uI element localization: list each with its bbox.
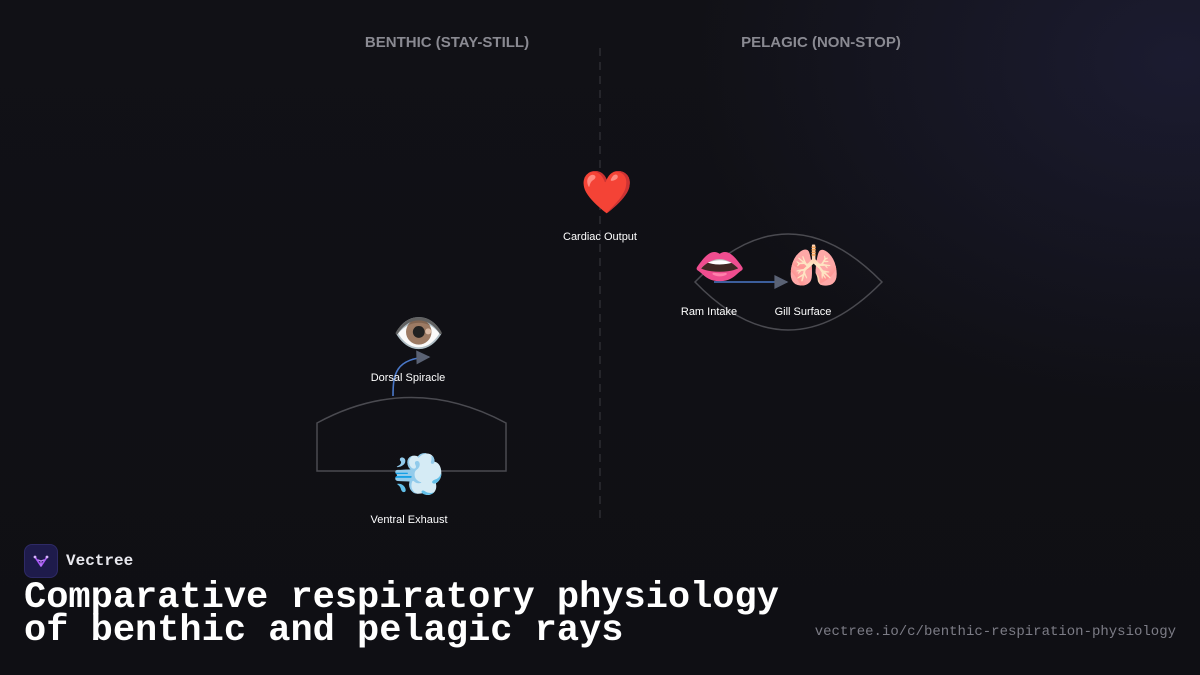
dash-wind-icon: 💨 — [393, 451, 445, 499]
node-ventral-exhaust[interactable]: 💨 Ventral Exhaust — [370, 451, 447, 527]
page-title: Comparative respiratory physiology of be… — [24, 577, 804, 652]
title-line-1: Comparative respiratory physiology — [24, 577, 779, 619]
node-dorsal-spiracle[interactable]: 👁️ Dorsal Spiracle — [371, 310, 446, 385]
node-ram-intake[interactable]: 👄 Ram Intake — [681, 243, 746, 319]
pelagic-column-header: PELAGIC (NON-STOP) — [741, 34, 901, 51]
brand[interactable]: Vectree — [24, 544, 133, 578]
brand-name: Vectree — [66, 552, 134, 570]
title-line-2: of benthic and pelagic rays — [24, 610, 624, 652]
eye-icon: 👁️ — [393, 310, 445, 357]
benthic-group-outline — [316, 396, 507, 472]
benthic-column-header: BENTHIC (STAY-STILL) — [365, 34, 529, 51]
pelagic-group-outline — [693, 233, 884, 331]
dorsal-spiracle-label: Dorsal Spiracle — [371, 372, 446, 384]
mouth-icon: 👄 — [694, 243, 746, 290]
cardiac-output-label: Cardiac Output — [563, 231, 637, 243]
gill-surface-label: Gill Surface — [775, 306, 832, 318]
ram-intake-label: Ram Intake — [681, 306, 737, 318]
vectree-logo-icon — [24, 544, 58, 578]
heart-icon: ❤️ — [581, 169, 634, 216]
lungs-icon: 🫁 — [788, 243, 840, 290]
node-gill-surface[interactable]: 🫁 Gill Surface — [775, 243, 841, 319]
source-url[interactable]: vectree.io/c/benthic-respiration-physiol… — [814, 624, 1176, 640]
ventral-exhaust-label: Ventral Exhaust — [370, 514, 447, 526]
node-cardiac-output[interactable]: ❤️ Cardiac Output — [563, 169, 637, 244]
edge-ventral-to-dorsal — [392, 350, 431, 397]
